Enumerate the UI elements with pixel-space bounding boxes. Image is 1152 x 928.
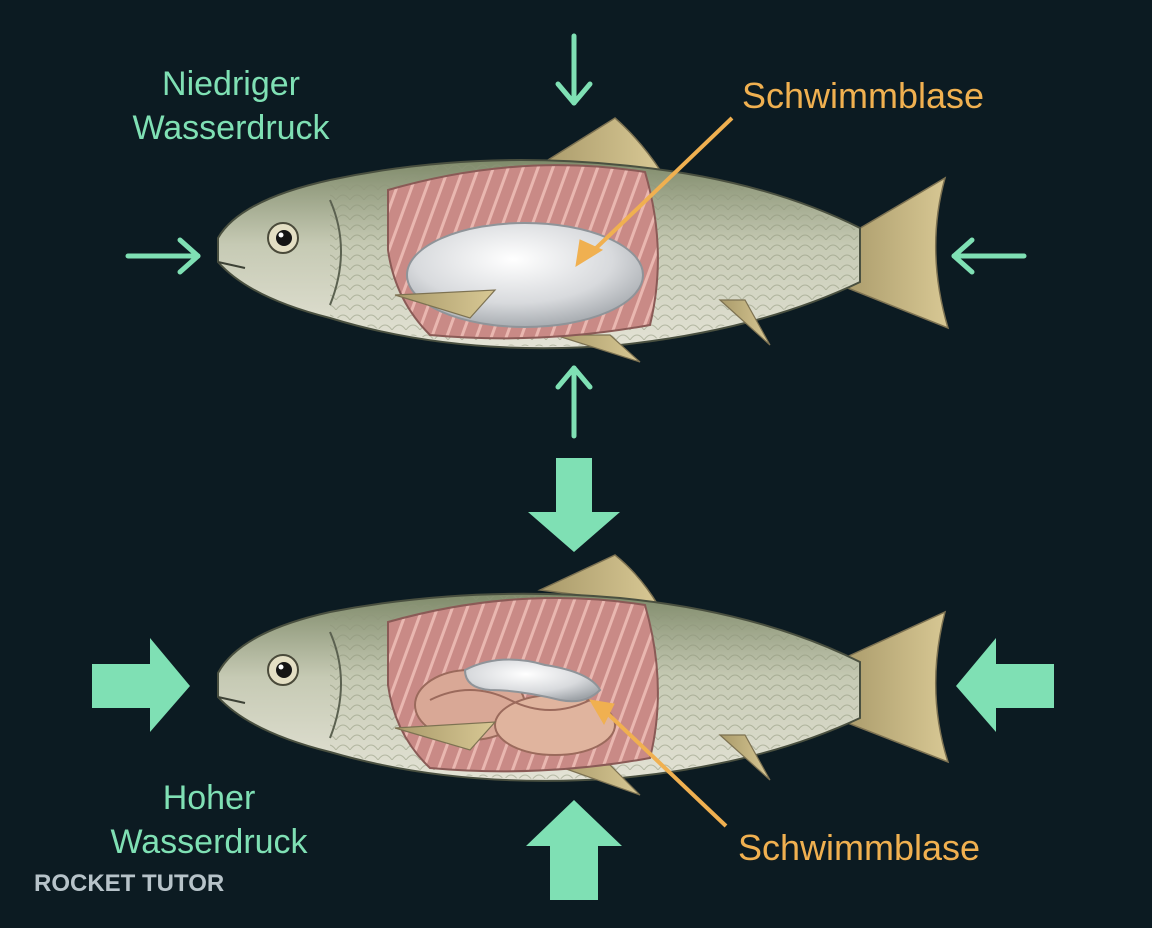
- arrow-left-thick-icon: [956, 638, 1054, 732]
- fish-low-pressure: [217, 117, 950, 363]
- high-pressure-label: Hoher Wasserdruck: [94, 776, 324, 864]
- arrow-up-thin-icon: [555, 365, 593, 439]
- arrow-right-thin-icon: [125, 237, 201, 275]
- arrow-down-thin-icon: [555, 33, 593, 106]
- brand-logo: ROCKET TUTOR: [34, 870, 225, 897]
- low-pressure-label: Niedriger Wasserdruck: [116, 62, 346, 150]
- swim-bladder-label-top: Schwimmblase: [742, 75, 985, 116]
- swim-bladder-compressed: [463, 658, 602, 703]
- low-pressure-line2: Wasserdruck: [132, 109, 330, 147]
- arrow-right-thick-icon: [92, 638, 190, 732]
- arrow-left-thin-icon: [951, 237, 1027, 275]
- transition-arrow-down-icon: [528, 458, 620, 552]
- low-pressure-line1: Niedriger: [162, 65, 300, 103]
- fish-high-pressure: [217, 554, 950, 796]
- swim-bladder-label-bottom: Schwimmblase: [738, 827, 981, 868]
- high-pressure-line2: Wasserdruck: [110, 823, 308, 861]
- high-pressure-arrows: [92, 638, 1054, 900]
- arrow-up-thick-icon: [526, 800, 622, 900]
- bladder-pointer-top: [575, 116, 734, 267]
- high-pressure-line1: Hoher: [162, 779, 256, 817]
- low-pressure-arrows: [125, 33, 1027, 439]
- bladder-pointer-bottom: [589, 699, 728, 828]
